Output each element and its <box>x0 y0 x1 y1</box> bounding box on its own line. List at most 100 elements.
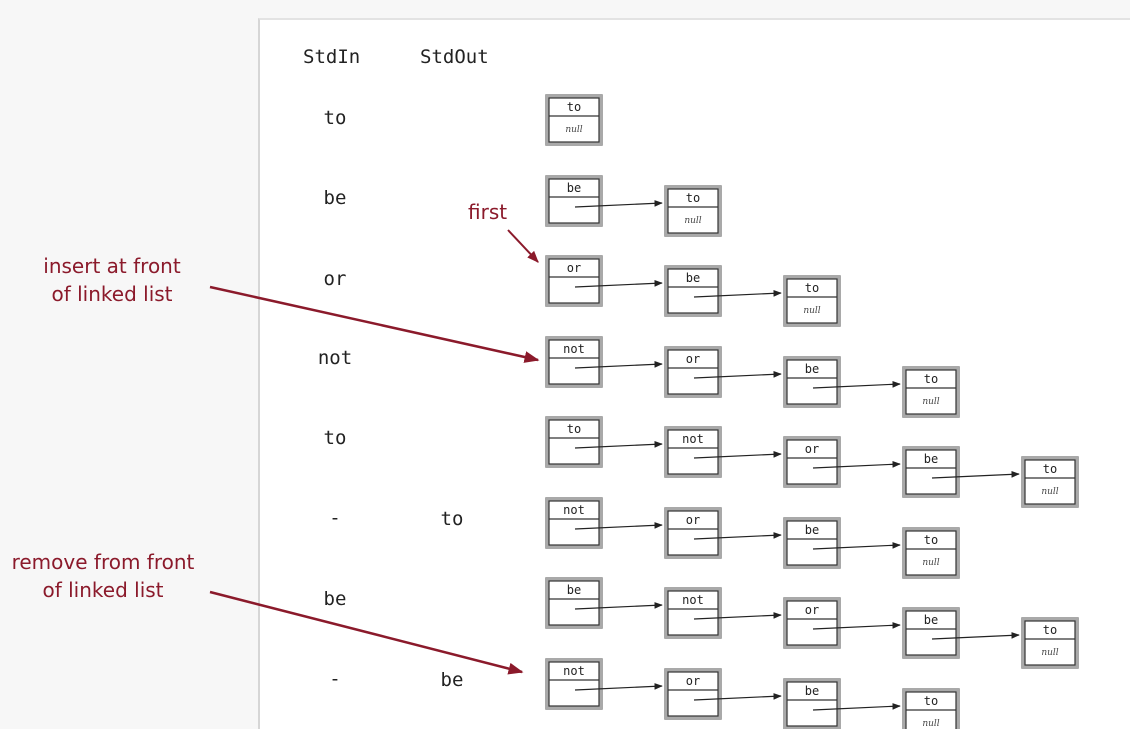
list-node: to null <box>664 185 722 237</box>
list-node: to null <box>902 527 960 579</box>
first-label: first <box>468 200 508 224</box>
next-pointer-arrow <box>574 360 663 369</box>
next-pointer-arrow <box>812 621 901 630</box>
node-null-label: null <box>684 216 701 226</box>
list-node: not <box>545 497 663 549</box>
list-node: be <box>783 678 901 729</box>
node-item-label: be <box>567 181 581 195</box>
node-item-label: to <box>567 100 581 114</box>
node-item-label: or <box>567 261 581 275</box>
node-item-label: to <box>1043 462 1057 476</box>
node-item-label: be <box>924 613 938 627</box>
node-null-label: null <box>803 306 820 316</box>
node-item-label: be <box>805 523 819 537</box>
node-item-label: not <box>682 432 704 446</box>
node-null-label: null <box>922 397 939 407</box>
insert-annotation: insert at front of linked list <box>18 252 206 308</box>
next-pointer-arrow <box>574 440 663 449</box>
stdin-cell: to <box>323 107 347 129</box>
node-item-label: to <box>805 281 819 295</box>
next-pointer-arrow <box>693 289 782 298</box>
stdin-cell: - <box>329 668 341 690</box>
node-item-label: to <box>924 533 938 547</box>
next-pointer-arrow <box>812 541 901 550</box>
node-item-label: not <box>682 593 704 607</box>
node-item-label: be <box>686 271 700 285</box>
list-node: or <box>664 668 782 720</box>
node-item-label: or <box>805 603 819 617</box>
list-node: or <box>545 255 663 307</box>
remove-annotation-line: of linked list <box>42 578 164 602</box>
list-node: to null <box>545 94 603 146</box>
next-pointer-arrow <box>931 631 1020 640</box>
node-item-label: to <box>1043 623 1057 637</box>
node-item-label: to <box>924 372 938 386</box>
list-node: to null <box>1021 617 1079 669</box>
stdin-cell: not <box>317 347 353 369</box>
stdin-cell: to <box>323 427 347 449</box>
stdin-cell: be <box>323 588 347 610</box>
node-null-label: null <box>922 719 939 729</box>
insert-annotation-line: insert at front <box>43 254 181 278</box>
list-node: to null <box>783 275 841 327</box>
node-null-label: null <box>1041 648 1058 658</box>
list-node: be <box>545 175 663 227</box>
list-node: or <box>664 346 782 398</box>
node-item-label: to <box>567 422 581 436</box>
next-pointer-arrow <box>812 702 901 711</box>
next-pointer-arrow <box>931 470 1020 479</box>
node-null-label: null <box>1041 487 1058 497</box>
node-item-label: be <box>567 583 581 597</box>
next-pointer-arrow <box>574 279 663 288</box>
node-item-label: not <box>563 664 585 678</box>
list-node: be <box>783 517 901 569</box>
node-item-label: or <box>686 513 700 527</box>
node-item-label: or <box>686 352 700 366</box>
next-pointer-arrow <box>574 521 663 530</box>
remove-annotation-line: remove from front <box>11 550 195 574</box>
next-pointer-arrow <box>574 601 663 610</box>
list-node: be <box>545 577 663 629</box>
node-item-label: or <box>805 442 819 456</box>
node-item-label: or <box>686 674 700 688</box>
remove-annotation: remove from front of linked list <box>0 548 206 604</box>
stdin-cell: - <box>329 507 341 529</box>
list-node: or <box>783 597 901 649</box>
list-node: be <box>783 356 901 408</box>
next-pointer-arrow <box>693 531 782 540</box>
next-pointer-arrow <box>693 611 782 620</box>
node-null-label: null <box>922 558 939 568</box>
node-item-label: be <box>805 362 819 376</box>
list-node: to null <box>902 366 960 418</box>
next-pointer-arrow <box>693 450 782 459</box>
stdin-header: StdIn <box>303 46 361 68</box>
node-item-label: not <box>563 503 585 517</box>
next-pointer-arrow <box>693 692 782 701</box>
node-null-label: null <box>565 125 582 135</box>
list-node: be <box>902 607 1020 659</box>
list-node: be <box>664 265 782 317</box>
list-node: not <box>664 587 782 639</box>
list-node: to null <box>1021 456 1079 508</box>
next-pointer-arrow <box>574 682 663 691</box>
node-item-label: not <box>563 342 585 356</box>
next-pointer-arrow <box>693 370 782 379</box>
list-node: to <box>545 416 663 468</box>
list-node: or <box>783 436 901 488</box>
insert-arrow <box>209 285 540 363</box>
stdout-header: StdOut <box>420 46 489 68</box>
list-node: or <box>664 507 782 559</box>
stdin-cell: be <box>323 187 347 209</box>
stdout-cell: to <box>440 508 464 530</box>
remove-arrow <box>209 590 524 675</box>
node-item-label: to <box>686 191 700 205</box>
stdout-cell: be <box>440 669 464 691</box>
next-pointer-arrow <box>812 460 901 469</box>
stdin-cell: or <box>323 268 347 290</box>
next-pointer-arrow <box>812 380 901 389</box>
insert-annotation-line: of linked list <box>51 282 173 306</box>
list-node: not <box>545 658 663 710</box>
